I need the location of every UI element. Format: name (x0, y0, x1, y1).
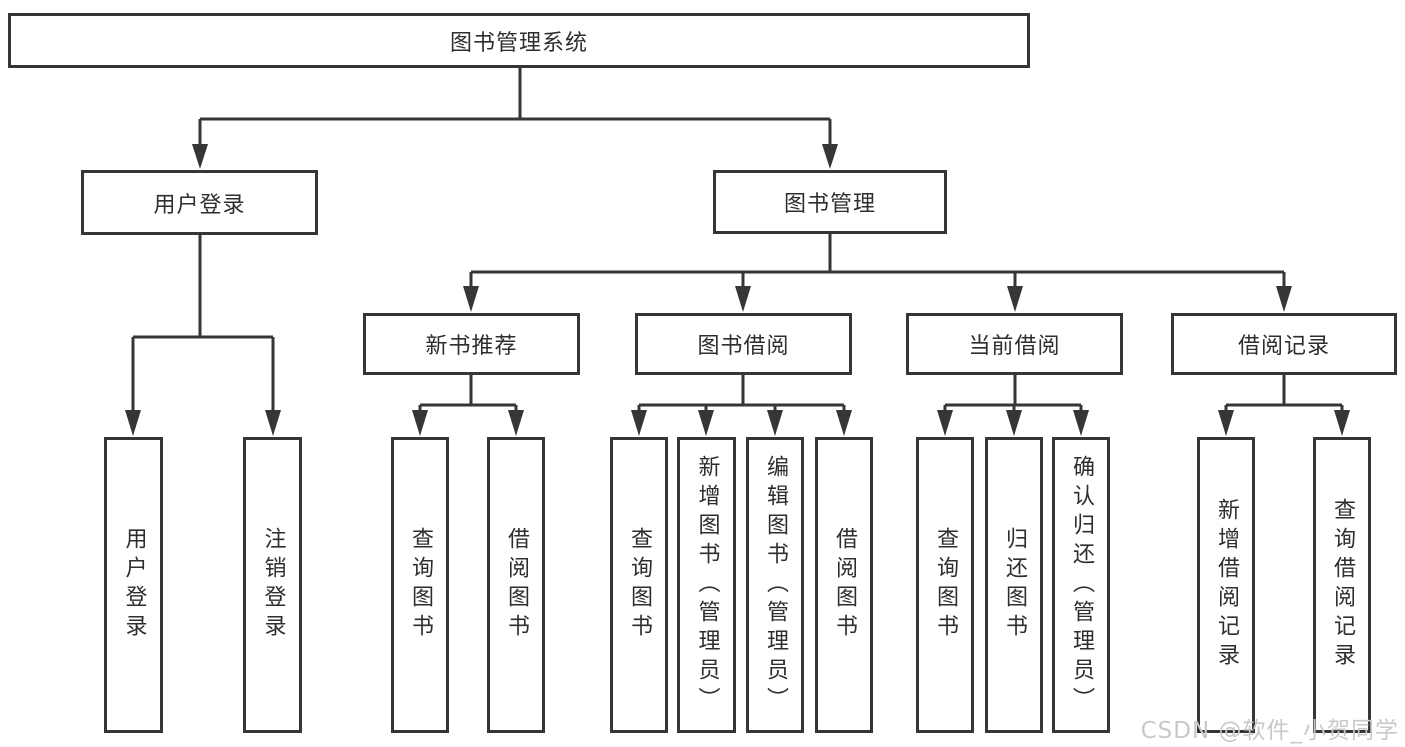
leaf-label: 新增借阅记录 (1214, 498, 1239, 672)
node-label: 新书推荐 (425, 334, 518, 359)
leaf-user-login: 用户登录 (104, 437, 163, 733)
node-library-management-system: 图书管理系统 (8, 13, 1030, 68)
connector-borrow-records-branch (1218, 374, 1350, 436)
node-user-login: 用户登录 (81, 170, 318, 235)
node-label: 当前借阅 (968, 334, 1061, 359)
leaf-borrow-books: 借阅图书 (815, 437, 873, 733)
connector-current-borrow-branch (937, 374, 1089, 436)
leaf-edit-books-admin: 编辑图书（管理员） (746, 437, 804, 733)
leaf-query-books: 查询图书 (610, 437, 668, 733)
connector-user-login-branch (125, 234, 281, 436)
node-label: 用户登录 (153, 192, 246, 218)
node-borrowing-records: 借阅记录 (1171, 313, 1397, 375)
node-current-borrowing: 当前借阅 (906, 313, 1123, 375)
leaf-label: 用户登录 (121, 527, 147, 643)
node-label: 图书管理系统 (449, 30, 588, 56)
leaf-query-borrow-record: 查询借阅记录 (1313, 437, 1371, 733)
connector-root-to-level2 (192, 68, 838, 169)
leaf-label: 借阅图书 (832, 527, 857, 643)
node-book-borrowing: 图书借阅 (635, 313, 852, 375)
leaf-label: 归还图书 (1002, 527, 1027, 643)
node-label: 图书管理 (783, 192, 876, 217)
leaf-label: 查询借阅记录 (1330, 498, 1355, 672)
leaf-label: 借阅图书 (504, 527, 529, 643)
node-label: 图书借阅 (697, 334, 790, 359)
node-new-book-recommendation: 新书推荐 (363, 313, 580, 375)
leaf-logout: 注销登录 (243, 437, 302, 733)
node-book-management: 图书管理 (713, 170, 947, 234)
connector-book-management-to-level3 (463, 233, 1292, 312)
leaf-label: 查询图书 (933, 527, 958, 643)
leaf-label: 查询图书 (627, 527, 652, 643)
leaf-borrow-books: 借阅图书 (487, 437, 545, 733)
connector-book-borrow-branch (631, 374, 852, 436)
leaf-label: 新增图书（管理员） (694, 454, 720, 716)
leaf-add-borrow-record: 新增借阅记录 (1197, 437, 1255, 733)
connector-new-book-branch (412, 374, 524, 436)
leaf-query-books: 查询图书 (391, 437, 449, 733)
leaf-query-books: 查询图书 (916, 437, 974, 733)
leaf-return-books: 归还图书 (985, 437, 1043, 733)
leaf-label: 编辑图书（管理员） (763, 454, 788, 716)
leaf-label: 注销登录 (260, 527, 286, 643)
leaf-confirm-return-admin: 确认归还（管理员） (1052, 437, 1110, 733)
leaf-label: 查询图书 (408, 527, 433, 643)
leaf-label: 确认归还（管理员） (1069, 454, 1094, 716)
leaf-add-books-admin: 新增图书（管理员） (677, 437, 736, 733)
node-label: 借阅记录 (1237, 334, 1330, 359)
